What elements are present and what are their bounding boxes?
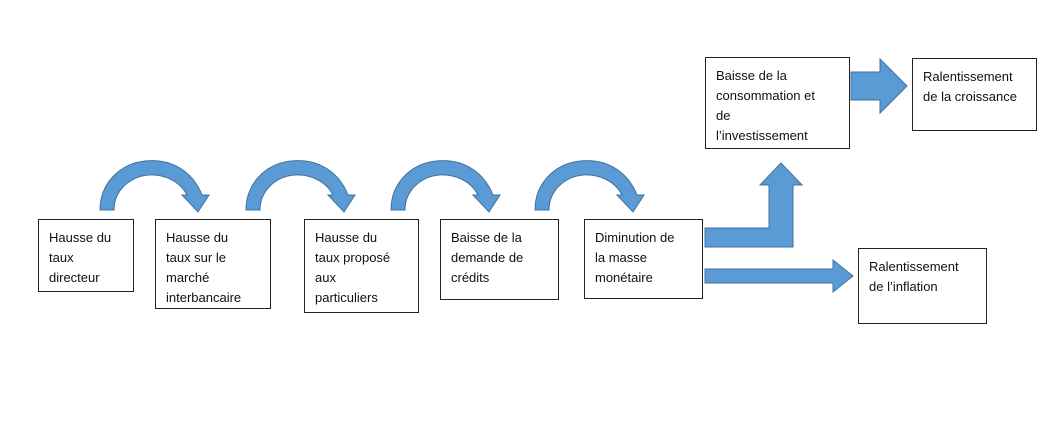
node-ralentissement-inflation: Ralentissement de l’inflation [858, 248, 987, 324]
block-arrow-croissance [850, 57, 908, 115]
curved-arrow-1 [99, 160, 210, 213]
node-hausse-taux-interbancaire: Hausse du taux sur le marché interbancai… [155, 219, 271, 309]
bent-up-arrow [704, 162, 804, 248]
node-ralentissement-croissance: Ralentissement de la croissance [912, 58, 1037, 131]
curved-arrow-4 [534, 160, 645, 213]
node-hausse-taux-particuliers: Hausse du taux proposé aux particuliers [304, 219, 419, 313]
block-arrow-inflation [704, 258, 854, 294]
node-baisse-demande-credits: Baisse de la demande de crédits [440, 219, 559, 300]
curved-arrow-3 [390, 160, 501, 213]
node-diminution-masse-monetaire: Diminution de la masse monétaire [584, 219, 703, 299]
curved-arrow-2 [245, 160, 356, 213]
node-baisse-consommation-investissement: Baisse de la consommation et de l’invest… [705, 57, 850, 149]
node-hausse-taux-directeur: Hausse du taux directeur [38, 219, 134, 292]
